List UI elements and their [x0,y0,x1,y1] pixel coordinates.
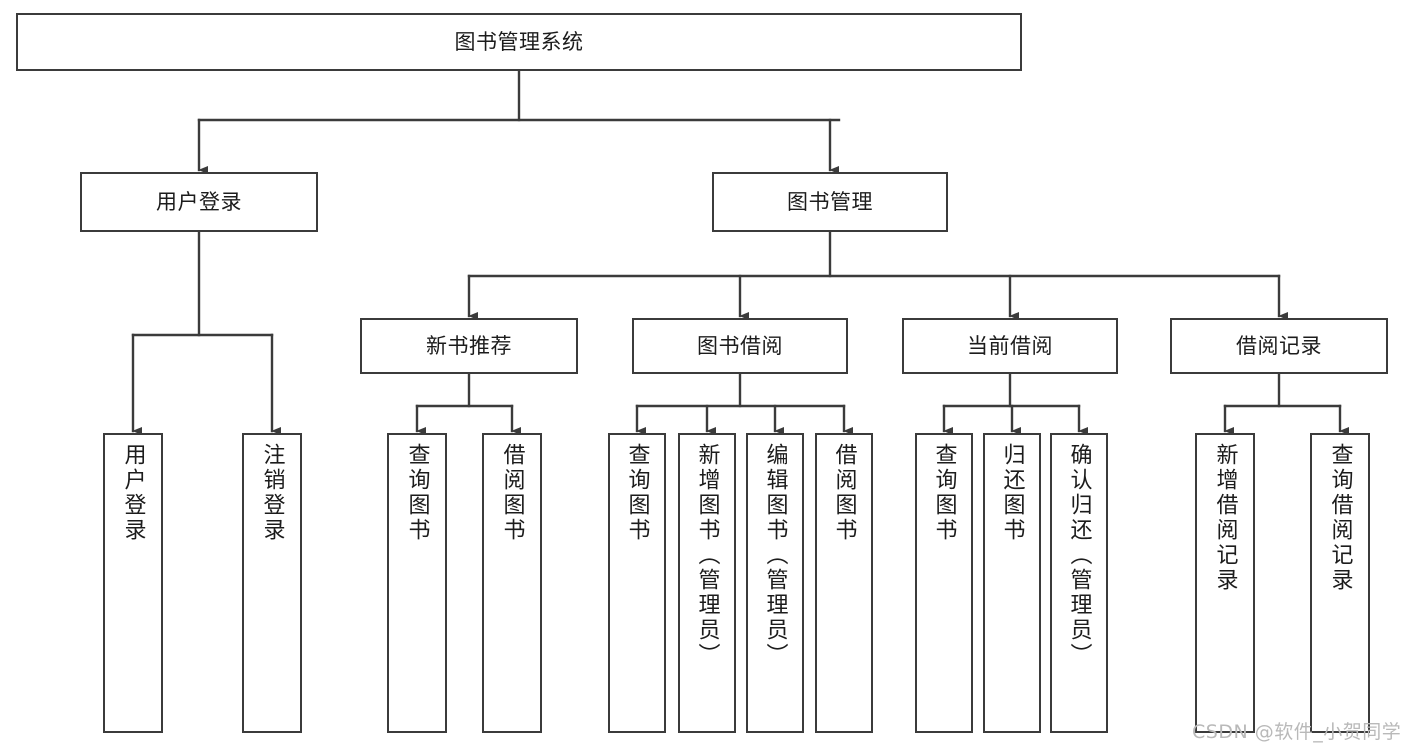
node-leaf-confirm-return[interactable]: 确认归还（管理员） [1050,433,1108,733]
node-root-label: 图书管理系统 [454,29,584,54]
node-leaf-query-book-3-label: 查询图书 [931,443,957,543]
node-leaf-logout[interactable]: 注销登录 [242,433,302,733]
node-leaf-borrow-book-2[interactable]: 借阅图书 [815,433,873,733]
node-borrow-record[interactable]: 借阅记录 [1170,318,1388,374]
node-leaf-borrow-book-1-label: 借阅图书 [499,443,525,543]
node-leaf-return-book[interactable]: 归还图书 [983,433,1041,733]
node-user-login-label: 用户登录 [156,189,242,214]
node-leaf-query-book-3[interactable]: 查询图书 [915,433,973,733]
node-leaf-query-record[interactable]: 查询借阅记录 [1310,433,1370,733]
node-leaf-return-book-label: 归还图书 [999,443,1025,543]
node-new-book-recommend-label: 新书推荐 [426,333,512,358]
node-leaf-query-book-2[interactable]: 查询图书 [608,433,666,733]
node-root[interactable]: 图书管理系统 [16,13,1022,71]
node-book-borrow[interactable]: 图书借阅 [632,318,848,374]
node-borrow-record-label: 借阅记录 [1236,333,1322,358]
node-leaf-add-book-label: 新增图书（管理员） [694,443,720,668]
node-leaf-query-book-1-label: 查询图书 [404,443,430,543]
node-current-borrow-label: 当前借阅 [967,333,1053,358]
node-leaf-add-book[interactable]: 新增图书（管理员） [678,433,736,733]
node-leaf-edit-book[interactable]: 编辑图书（管理员） [746,433,804,733]
node-leaf-logout-label: 注销登录 [259,443,285,543]
node-leaf-borrow-book-1[interactable]: 借阅图书 [482,433,542,733]
csdn-watermark: CSDN @软件_小贺同学 [1192,721,1402,743]
node-leaf-edit-book-label: 编辑图书（管理员） [762,443,788,668]
node-leaf-query-book-2-label: 查询图书 [624,443,650,543]
node-book-manage-label: 图书管理 [787,189,873,214]
node-leaf-add-record[interactable]: 新增借阅记录 [1195,433,1255,733]
node-book-borrow-label: 图书借阅 [697,333,783,358]
node-leaf-add-record-label: 新增借阅记录 [1212,443,1238,593]
node-book-manage[interactable]: 图书管理 [712,172,948,232]
node-leaf-borrow-book-2-label: 借阅图书 [831,443,857,543]
node-leaf-user-login[interactable]: 用户登录 [103,433,163,733]
node-leaf-query-book-1[interactable]: 查询图书 [387,433,447,733]
node-user-login[interactable]: 用户登录 [80,172,318,232]
node-current-borrow[interactable]: 当前借阅 [902,318,1118,374]
node-leaf-confirm-return-label: 确认归还（管理员） [1066,443,1092,668]
node-new-book-recommend[interactable]: 新书推荐 [360,318,578,374]
node-leaf-query-record-label: 查询借阅记录 [1327,443,1353,593]
node-leaf-user-login-label: 用户登录 [120,443,146,543]
